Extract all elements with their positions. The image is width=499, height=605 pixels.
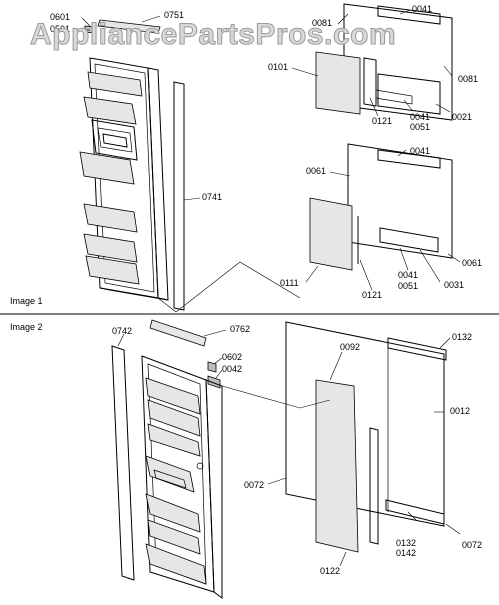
label-0742: 0742 — [112, 326, 132, 336]
image2-title: Image 2 — [10, 322, 43, 332]
door-assembly-2 — [141, 355, 223, 599]
label-0602: 0602 — [222, 352, 242, 362]
label-0142: 0142 — [396, 548, 416, 558]
hinge-0602 — [207, 361, 217, 373]
image1-section: 0601 0501 0751 0081 0041 0081 0101 0121 … — [10, 3, 482, 313]
label-0031: 0031 — [444, 280, 464, 290]
label-0121-bot: 0121 — [362, 290, 382, 300]
hinge-0042 — [207, 375, 221, 389]
label-0051-mid: 0051 — [410, 122, 430, 132]
label-0751: 0751 — [164, 10, 184, 20]
liner-panels-lower — [309, 143, 453, 271]
gasket-0742 — [111, 345, 135, 581]
leaders-image1 — [78, 9, 461, 291]
label-0042: 0042 — [222, 364, 242, 374]
label-0132-top: 0132 — [452, 332, 472, 342]
label-0012: 0012 — [450, 406, 470, 416]
label-0021: 0021 — [452, 112, 472, 122]
label-0072-left: 0072 — [244, 480, 264, 490]
label-0092: 0092 — [340, 342, 360, 352]
label-0041-top2: 0041 — [410, 146, 430, 156]
gasket-0741 — [173, 81, 185, 311]
label-0741: 0741 — [202, 192, 222, 202]
door-assembly-1 — [79, 57, 169, 301]
liner-panels-upper — [315, 3, 453, 121]
label-0061-right: 0061 — [462, 258, 482, 268]
label-0061-left: 0061 — [306, 166, 326, 176]
label-0132-bot: 0132 — [396, 538, 416, 548]
label-0501: 0501 — [50, 24, 70, 34]
top-trim-0751 — [97, 19, 161, 34]
label-0041-mid: 0041 — [410, 112, 430, 122]
watermark: AppliancePartsPros.com — [30, 18, 396, 51]
label-0081-right: 0081 — [458, 74, 478, 84]
image1-title: Image 1 — [10, 296, 43, 306]
label-0051-bot: 0051 — [398, 281, 418, 291]
label-0121-top: 0121 — [372, 116, 392, 126]
label-0081-top: 0081 — [312, 18, 332, 28]
top-trim-0762 — [149, 319, 207, 347]
label-0072-right: 0072 — [462, 540, 482, 550]
label-0762: 0762 — [230, 324, 250, 334]
label-0041-top1: 0041 — [412, 4, 432, 14]
label-0111: 0111 — [280, 278, 299, 288]
liner-panels-image2 — [285, 321, 447, 553]
image2-section: Image 2 — [10, 319, 482, 599]
label-0601: 0601 — [50, 12, 70, 22]
label-0101: 0101 — [268, 62, 288, 72]
label-0041-bot: 0041 — [398, 270, 418, 280]
leaders-image2 — [117, 329, 461, 567]
label-0122: 0122 — [320, 566, 340, 576]
